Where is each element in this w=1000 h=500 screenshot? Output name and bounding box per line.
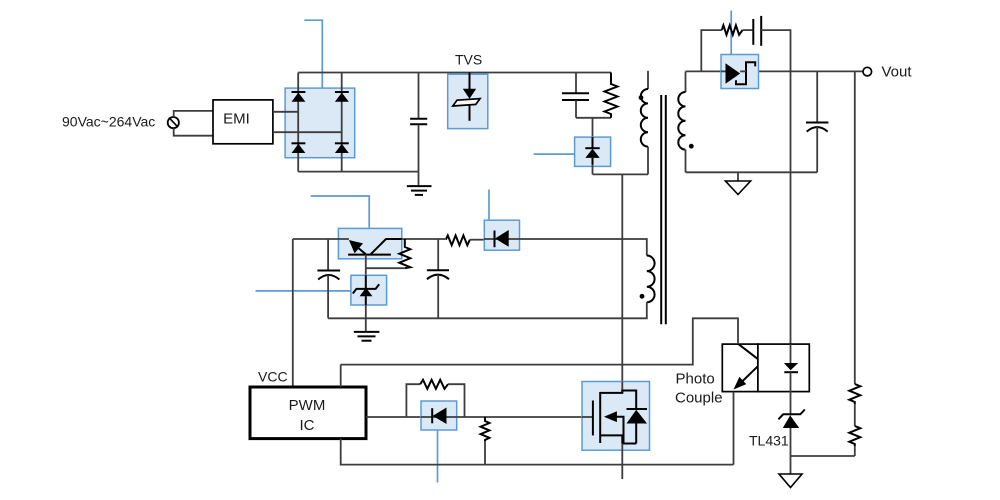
svg-text:Vout: Vout (882, 64, 913, 81)
svg-text:90Vac~264Vac: 90Vac~264Vac (62, 114, 155, 130)
svg-text:Photo: Photo (676, 371, 715, 388)
svg-text:IC: IC (300, 417, 315, 434)
svg-text:PWM: PWM (289, 397, 326, 414)
svg-text:TL431: TL431 (749, 433, 789, 449)
svg-text:VCC: VCC (258, 369, 288, 385)
svg-text:EMI: EMI (223, 111, 250, 128)
svg-text:Couple: Couple (675, 390, 723, 407)
svg-text:TVS: TVS (455, 52, 482, 68)
